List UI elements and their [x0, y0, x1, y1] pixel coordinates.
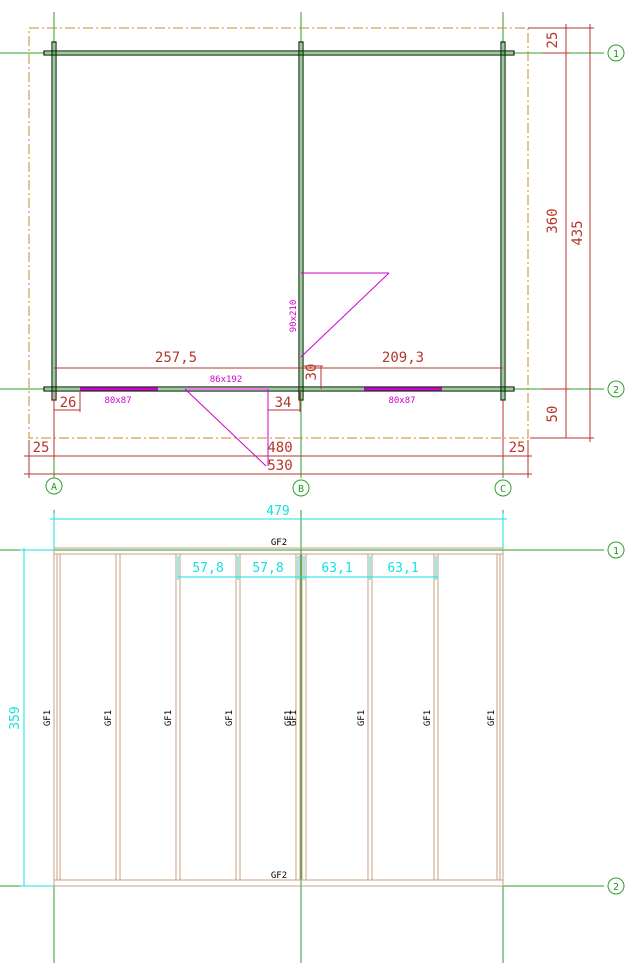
joist	[367, 553, 373, 881]
framing-axis-bubble-row-2: 2	[607, 877, 625, 895]
axis-bubble-col-c: C	[494, 479, 512, 497]
dim-door2-offset: 34	[275, 395, 292, 411]
joist	[295, 553, 301, 881]
dim-top-offset: 25	[545, 32, 561, 49]
framing-beams	[53, 547, 504, 887]
joist-label: GF1	[164, 710, 174, 726]
axis-bubble-col-a: A	[45, 477, 63, 495]
wall-bottom	[43, 386, 515, 392]
joist	[301, 553, 307, 881]
joist	[433, 553, 439, 881]
beam-top	[53, 547, 504, 555]
dim-door-offset: 26	[60, 395, 77, 411]
axis-label-row-1: 1	[613, 49, 619, 60]
dim-left-offset: 25	[33, 440, 50, 456]
axis-label-row-2: 2	[613, 385, 619, 396]
dim-inner-depth: 360	[545, 208, 561, 233]
joist-label: GF1	[289, 710, 299, 726]
dim-wall-offset: 30	[304, 364, 320, 381]
walls	[43, 41, 515, 401]
dim-framing-width: 479	[266, 504, 289, 519]
framing-axis-label-row-2: 2	[613, 882, 619, 893]
framing-axis-bubble-row-1: 1	[607, 541, 625, 559]
dim-right-span: 209,3	[382, 350, 424, 366]
axis-bubble-col-b: B	[292, 479, 310, 497]
axis-label-col-c: C	[500, 484, 506, 495]
dim-framing-depth: 359	[8, 706, 23, 729]
axis-label-col-b: B	[298, 484, 304, 495]
axis-bubble-row-1: 1	[607, 44, 625, 62]
wall-middle	[298, 41, 304, 401]
joist	[175, 553, 181, 881]
framing-axis-label-row-1: 1	[613, 546, 619, 557]
roof-outline	[28, 27, 529, 439]
openings	[80, 272, 442, 467]
label-window-right: 80x87	[388, 396, 415, 406]
wall-top	[43, 50, 515, 56]
label-window-left: 80x87	[104, 396, 131, 406]
joist-label: GF1	[487, 710, 497, 726]
label-door-front: 86x192	[210, 375, 243, 385]
plan-grid-lines	[0, 12, 604, 478]
framing-joists	[56, 553, 501, 881]
dim-bottom-offset: 50	[545, 406, 561, 423]
axis-label-col-a: A	[51, 482, 57, 493]
label-beam-bottom: GF2	[271, 871, 287, 881]
dim-spacing: 57,8	[192, 561, 223, 576]
label-beam-top: GF2	[271, 538, 287, 548]
dim-spacing: 63,1	[387, 561, 418, 576]
plan-dimension-lines	[24, 24, 594, 478]
joist-label: GF1	[225, 710, 235, 726]
joist-label: GF1	[284, 710, 294, 726]
framing-dimension-lines	[20, 513, 507, 887]
label-door-inner: 90x210	[289, 300, 299, 333]
door-inner-leaf	[300, 272, 390, 358]
dim-total-width: 530	[267, 458, 292, 474]
joist-label: GF1	[357, 710, 367, 726]
joist-label: GF1	[43, 710, 53, 726]
dim-total-depth: 435	[570, 220, 586, 245]
joist	[115, 553, 121, 881]
joist-label: GF1	[423, 710, 433, 726]
dim-spacing: 63,1	[321, 561, 352, 576]
joist-label: GF1	[104, 710, 114, 726]
dim-inner-width: 480	[267, 440, 292, 456]
joist	[235, 553, 241, 881]
door-front-leaf	[184, 388, 267, 467]
dim-spacing: 57,8	[252, 561, 283, 576]
joist	[56, 553, 61, 881]
dim-left-span: 257,5	[155, 350, 197, 366]
dim-right-offset: 25	[509, 440, 526, 456]
joist	[496, 553, 501, 881]
axis-bubble-row-2: 2	[607, 380, 625, 398]
